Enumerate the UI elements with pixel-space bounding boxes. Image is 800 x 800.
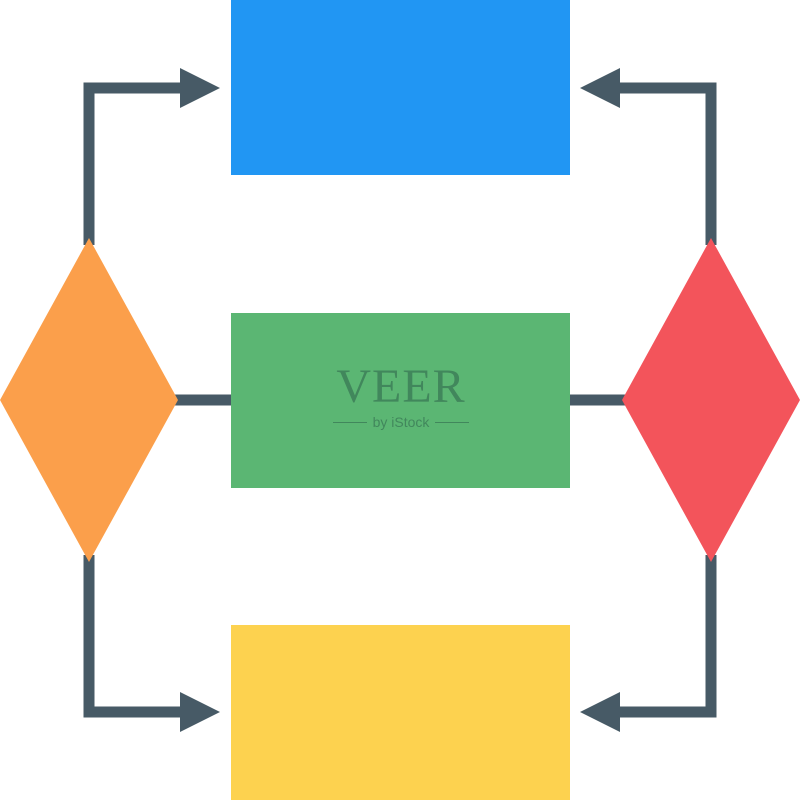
middle-box: [231, 313, 570, 488]
connector-left-to-top: [83, 82, 190, 245]
connector-right-to-top: [612, 82, 717, 245]
top-box: [231, 0, 570, 175]
arrowhead-right-bottom: [580, 692, 620, 732]
left-decision-diamond: [0, 238, 178, 562]
bottom-box: [231, 625, 570, 800]
connector-left-to-bottom: [83, 555, 190, 718]
connectors: [83, 68, 717, 732]
arrowhead-left-bottom: [180, 692, 220, 732]
arrowhead-left-top: [180, 68, 220, 108]
right-decision-diamond: [622, 238, 800, 562]
arrowhead-right-top: [580, 68, 620, 108]
connector-right-to-bottom: [612, 555, 717, 718]
